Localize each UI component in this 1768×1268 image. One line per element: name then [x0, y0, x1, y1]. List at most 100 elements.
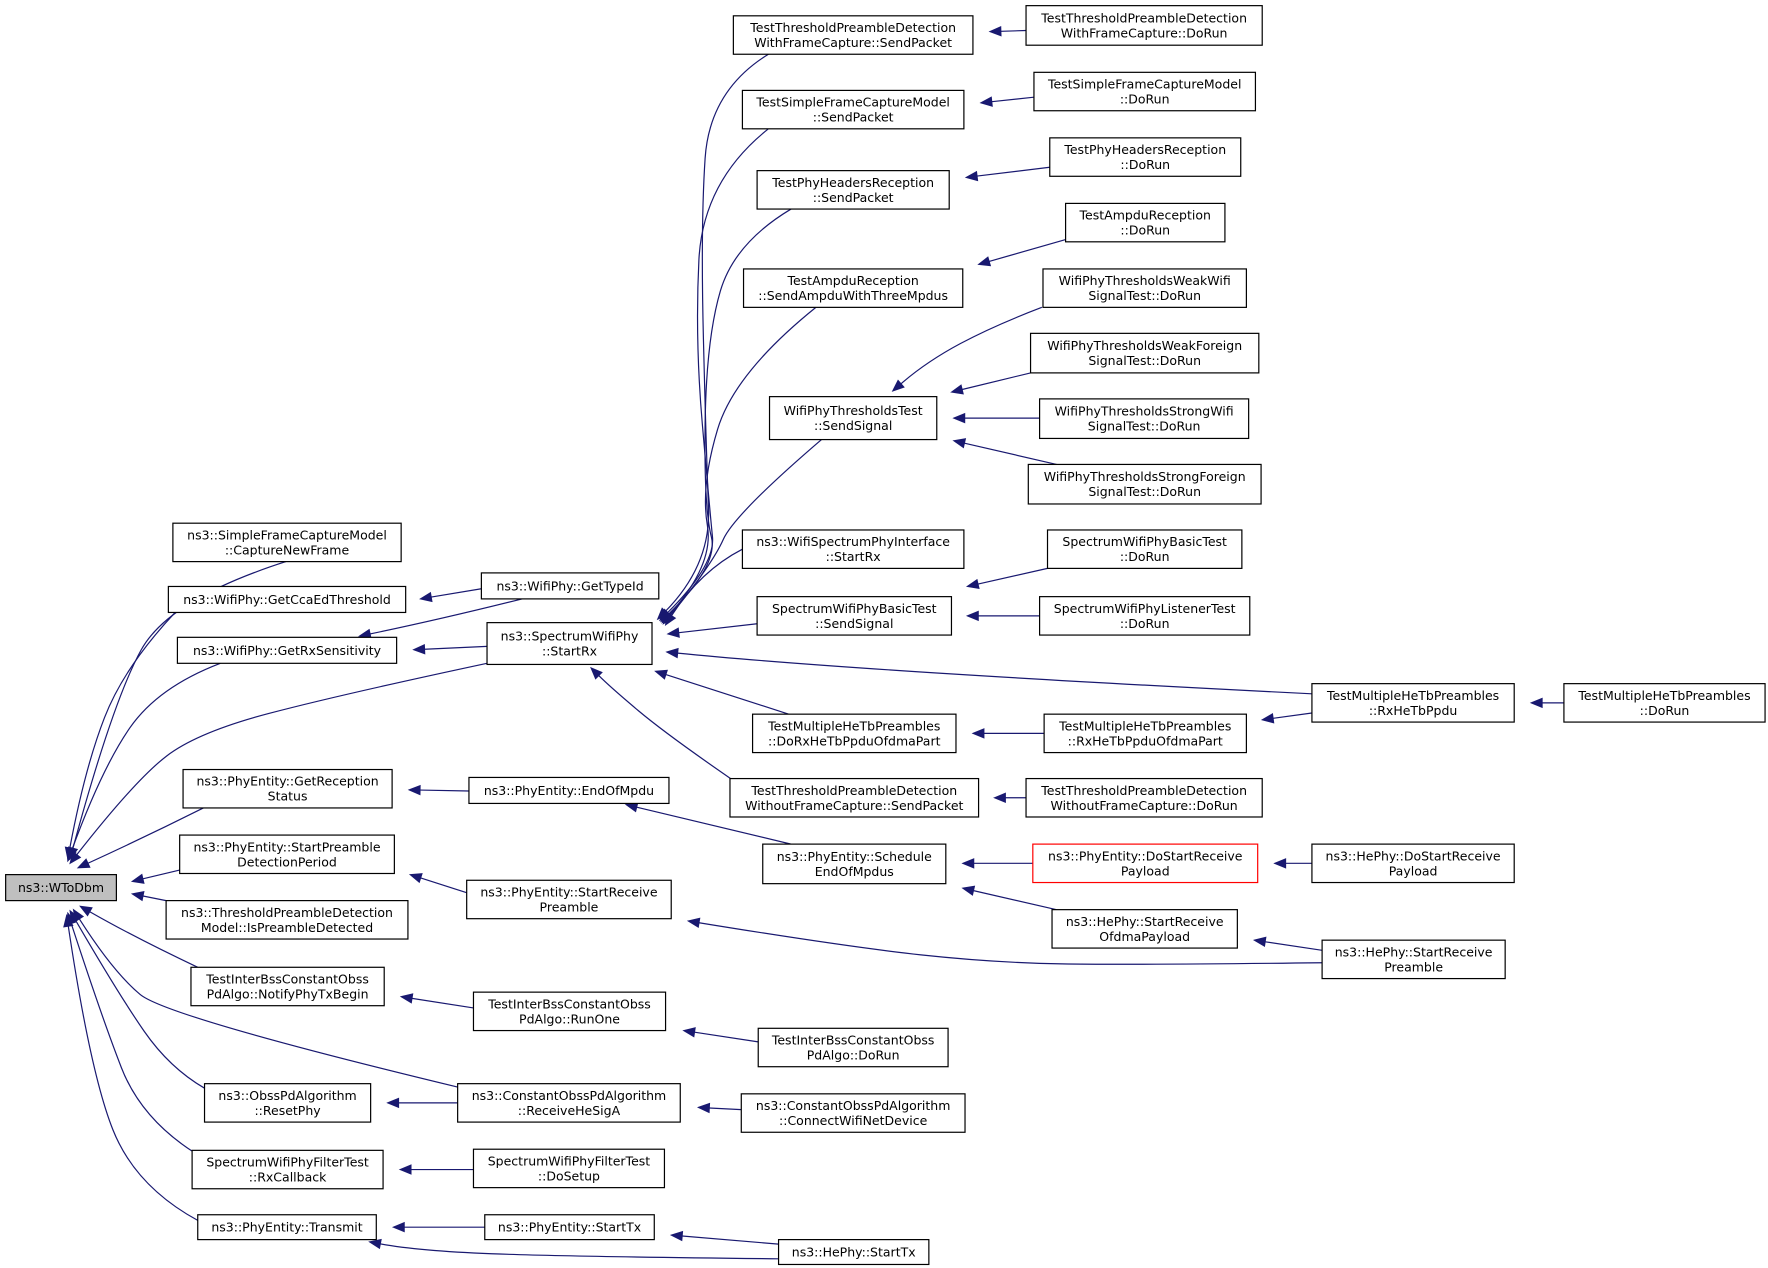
- arrowhead: [412, 643, 426, 655]
- node-basic-do-run[interactable]: SpectrumWifiPhyBasicTest::DoRun: [1046, 529, 1243, 569]
- edge: [669, 1230, 779, 1245]
- edge-line: [598, 675, 733, 781]
- node-start-preamble-detection-period[interactable]: ns3::PhyEntity::StartPreambleDetectionPe…: [179, 834, 395, 875]
- arrowhead: [891, 379, 905, 392]
- node-tpdwithout-do-run[interactable]: TestThresholdPreambleDetectionWithoutFra…: [1025, 777, 1263, 818]
- node-weak-wifi[interactable]: WifiPhyThresholdsWeakWifiSignalTest::DoR…: [1042, 268, 1247, 308]
- node-label: WithoutFrameCapture::SendPacket: [745, 798, 963, 813]
- edge-line: [1000, 29, 1027, 32]
- edge: [412, 643, 488, 655]
- node-phy-entity-start-tx[interactable]: ns3::PhyEntity::StartTx: [484, 1214, 655, 1241]
- node-box: [472, 1148, 666, 1189]
- node-strong-wifi[interactable]: WifiPhyThresholdsStrongWifiSignalTest::D…: [1038, 398, 1250, 440]
- node-label: SpectrumWifiPhyFilterTest: [488, 1153, 651, 1168]
- node-label: ns3::PhyEntity::EndOfMpdu: [484, 783, 654, 798]
- node-label: ns3::ConstantObssPdAlgorithm: [472, 1088, 667, 1103]
- node-wto-dbm[interactable]: ns3::WToDbm: [5, 874, 117, 902]
- node-box: [167, 585, 407, 614]
- edge-line: [988, 238, 1066, 262]
- edge: [891, 306, 1043, 392]
- node-multiple-do-run[interactable]: TestMultipleHeTbPreambles::DoRun: [1563, 683, 1766, 723]
- node-label: ::SendAmpduWithThreeMpdus: [758, 288, 948, 303]
- node-label: TestThresholdPreambleDetection: [750, 783, 957, 798]
- node-reset-phy[interactable]: ns3::ObssPdAlgorithm::ResetPhy: [203, 1083, 372, 1123]
- node-label: TestInterBssConstantObss: [487, 996, 651, 1011]
- node-label: ns3::PhyEntity::Schedule: [777, 849, 932, 864]
- node-rx-he-tb-ppdu[interactable]: TestMultipleHeTbPreambles::RxHeTbPpdu: [1311, 683, 1515, 723]
- node-label: Status: [268, 789, 308, 804]
- node-ampdu-send[interactable]: TestAmpduReception::SendAmpduWithThreeMp…: [742, 268, 964, 308]
- node-box: [457, 1083, 681, 1123]
- edge-line: [70, 923, 195, 1154]
- node-get-cca-ed-threshold[interactable]: ns3::WifiPhy::GetCcaEdThreshold: [167, 585, 407, 614]
- node-transmit[interactable]: ns3::PhyEntity::Transmit: [197, 1214, 377, 1241]
- node-listener-do-run[interactable]: SpectrumWifiPhyListenerTest::DoRun: [1038, 596, 1251, 636]
- edge-line: [75, 919, 205, 1089]
- node-box: [762, 843, 947, 885]
- arrowhead: [398, 1164, 412, 1175]
- node-tpdwithout-send-packet[interactable]: TestThresholdPreambleDetectionWithoutFra…: [729, 777, 980, 818]
- node-phy-headers-do-run[interactable]: TestPhyHeadersReception::DoRun: [1049, 137, 1242, 177]
- arrowhead: [697, 1102, 711, 1114]
- edge-line: [900, 306, 1043, 385]
- node-simple-fcmdo-run[interactable]: TestSimpleFrameCaptureModel::DoRun: [1033, 71, 1257, 112]
- node-is-preamble-detected[interactable]: ns3::ThresholdPreambleDetectionModel::Is…: [165, 900, 409, 940]
- node-basic-send-signal[interactable]: SpectrumWifiPhyBasicTest::SendSignal: [756, 596, 953, 636]
- node-notify-phy-tx-begin[interactable]: TestInterBssConstantObssPdAlgo::NotifyPh…: [190, 966, 385, 1007]
- node-interface-start-rx[interactable]: ns3::WifiSpectrumPhyInterface::StartRx: [741, 529, 965, 569]
- edge: [950, 372, 1031, 395]
- node-box: [732, 15, 974, 55]
- edge-line: [411, 997, 474, 1009]
- node-label: ns3::PhyEntity::StartReceive: [480, 884, 657, 899]
- node-simple-frame-capture[interactable]: ns3::SimpleFrameCaptureModel::CaptureNew…: [172, 522, 402, 563]
- node-label: ns3::ConstantObssPdAlgorithm: [756, 1098, 951, 1113]
- node-strong-foreign[interactable]: WifiPhyThresholdsStrongForeignSignalTest…: [1027, 463, 1262, 505]
- edge: [386, 1097, 458, 1109]
- node-filter-do-setup[interactable]: SpectrumWifiPhyFilterTest::DoSetup: [472, 1148, 666, 1189]
- edge-line: [424, 645, 488, 650]
- edge: [1252, 936, 1323, 951]
- node-he-phy-start-tx[interactable]: ns3::HePhy::StartTx: [777, 1239, 930, 1266]
- node-get-rx-sensitivity[interactable]: ns3::WifiPhy::GetRxSensitivity: [176, 636, 398, 664]
- arrowhead: [988, 26, 1002, 37]
- node-get-type-id[interactable]: ns3::WifiPhy::GetTypeId: [480, 572, 660, 600]
- node-phy-headers-send-packet[interactable]: TestPhyHeadersReception::SendPacket: [756, 170, 950, 210]
- node-ampdu-do-run[interactable]: TestAmpduReception::DoRun: [1064, 202, 1226, 243]
- node-rx-he-tb-ppdu-ofdma-part[interactable]: TestMultipleHeTbPreambles::RxHeTbPpduOfd…: [1043, 713, 1247, 754]
- node-tpdwith-do-run[interactable]: TestThresholdPreambleDetectionWithFrameC…: [1025, 5, 1263, 46]
- node-do-rx-he-tb-ppdu[interactable]: TestMultipleHeTbPreambles::DoRxHeTbPpduO…: [751, 713, 957, 754]
- node-box: [203, 1083, 372, 1123]
- node-box: [480, 572, 660, 600]
- edge: [76, 807, 204, 869]
- node-spectrum-start-rx[interactable]: ns3::SpectrumWifiPhy::StartRx: [486, 622, 653, 666]
- arrowhead: [130, 890, 145, 902]
- node-simple-fcmsend-packet[interactable]: TestSimpleFrameCaptureModel::SendPacket: [741, 89, 965, 130]
- node-label: WifiPhyThresholdsStrongForeign: [1044, 469, 1246, 484]
- node-label: TestAmpduReception: [786, 273, 918, 288]
- edge-line: [669, 439, 822, 616]
- node-tpdwith-send-packet[interactable]: TestThresholdPreambleDetectionWithFrameC…: [732, 15, 974, 55]
- edge-line: [636, 806, 792, 845]
- node-label: ns3::HePhy::StartReceive: [1066, 914, 1224, 929]
- node-thresholds-send-signal[interactable]: WifiPhyThresholdsTest::SendSignal: [768, 396, 938, 441]
- edge: [1260, 712, 1313, 724]
- node-label: ns3::PhyEntity::StartTx: [498, 1220, 641, 1235]
- node-weak-foreign[interactable]: WifiPhyThresholdsWeakForeignSignalTest::…: [1029, 332, 1260, 374]
- node-end-of-mpdu[interactable]: ns3::PhyEntity::EndOfMpdu: [468, 776, 670, 805]
- edge: [590, 666, 733, 781]
- node-connect-wifi-net-device[interactable]: ns3::ConstantObssPdAlgorithm::ConnectWif…: [740, 1093, 966, 1133]
- node-filter-rx-callback[interactable]: SpectrumWifiPhyFilterTest::RxCallback: [191, 1149, 384, 1190]
- edge-line: [671, 548, 743, 616]
- node-label: Payload: [1121, 863, 1170, 878]
- node-receive-he-sig-a[interactable]: ns3::ConstantObssPdAlgorithm::ReceiveHeS…: [457, 1083, 681, 1123]
- arrowhead: [669, 1230, 684, 1242]
